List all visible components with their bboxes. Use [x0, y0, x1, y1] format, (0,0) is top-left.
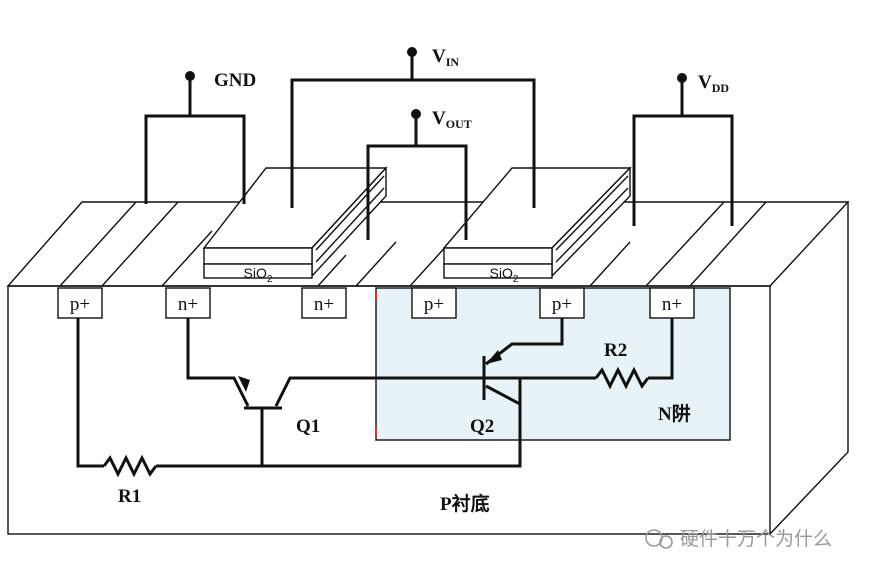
gnd-terminal: GND [144, 70, 256, 204]
vout-terminal: VOUT [366, 108, 472, 240]
vin-terminal: VIN [290, 46, 536, 208]
diffusion-p-plus-drain: p+ [411, 287, 457, 319]
diffusion-n-plus-source: n+ [165, 287, 211, 319]
svg-text:n+: n+ [178, 294, 198, 315]
svg-text:n+: n+ [314, 294, 334, 315]
svg-text:n+: n+ [662, 294, 682, 315]
svg-text:VIN: VIN [432, 46, 459, 69]
r1-resistor [102, 454, 158, 478]
svg-text:VDD: VDD [698, 72, 729, 95]
diffusion-p-plus-substrate: p+ [57, 287, 103, 319]
p-substrate-label: P衬底 [440, 492, 490, 515]
r1-label: R1 [118, 486, 141, 507]
vdd-terminal: VDD [632, 72, 734, 226]
svg-text:p+: p+ [552, 294, 572, 315]
vout-label: V [432, 108, 446, 129]
gate-stack-pmos [442, 166, 632, 279]
r2-resistor [594, 366, 650, 390]
svg-text:VOUT: VOUT [432, 108, 472, 131]
parasitic-circuit [76, 292, 674, 478]
svg-text:p+: p+ [70, 294, 90, 315]
svg-text:GND: GND [214, 70, 256, 91]
vin-label: V [432, 46, 446, 67]
svg-text:p+: p+ [424, 294, 444, 315]
substrate-block [6, 201, 850, 535]
diffusion-n-plus-well-tap: n+ [649, 287, 695, 319]
diffusion-p-plus-source: p+ [539, 287, 585, 319]
q2-label: Q2 [470, 416, 494, 437]
oxide-label-pmos: SiO2 [490, 265, 519, 285]
oxide-label-nmos: SiO2 [244, 265, 273, 285]
gate-stack-nmos [202, 166, 388, 279]
vdd-label: V [698, 72, 712, 93]
n-well-label: N阱 [658, 403, 691, 425]
watermark: 硬件十万个为什么 [645, 528, 832, 550]
r2-label: R2 [604, 340, 627, 361]
gnd-label: GND [214, 70, 256, 91]
q1-label: Q1 [296, 416, 320, 437]
diffusion-n-plus-drain: n+ [301, 287, 347, 319]
svg-text:硬件十万个为什么: 硬件十万个为什么 [680, 528, 832, 550]
